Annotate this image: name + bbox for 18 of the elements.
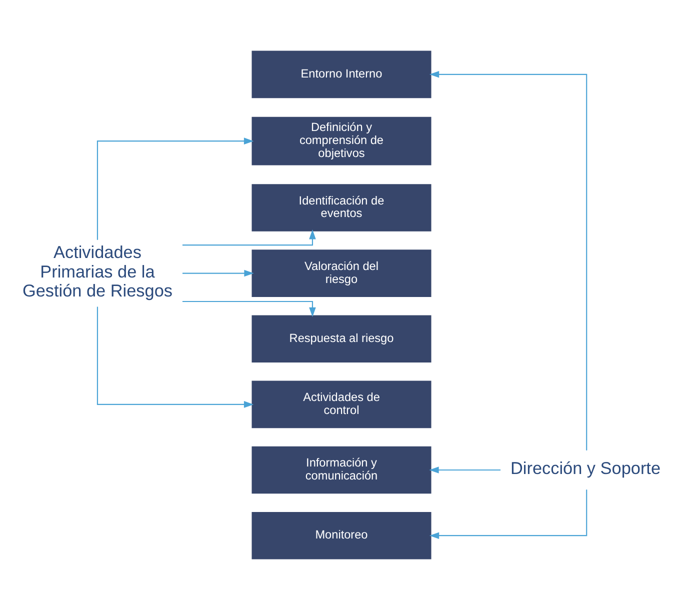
node-box: Monitoreo bbox=[252, 512, 432, 560]
node-box: Valoración del riesgo bbox=[252, 250, 432, 297]
arrow bbox=[182, 300, 316, 318]
node-box: Identificación de eventos bbox=[252, 184, 432, 232]
node-text: Actividades Primarias de la Gestión de Riesgos bbox=[22, 242, 172, 301]
arrow bbox=[96, 306, 254, 408]
node-box: Respuesta al riesgo bbox=[252, 315, 432, 363]
arrow bbox=[429, 466, 501, 474]
arrow bbox=[429, 71, 588, 450]
arrow bbox=[182, 270, 254, 277]
arrow bbox=[96, 138, 254, 240]
node-text: Dirección y Soporte bbox=[510, 458, 661, 478]
arrow bbox=[429, 490, 588, 539]
node-box: Información y comunicación bbox=[252, 446, 432, 494]
node-box: Actividades de control bbox=[252, 380, 432, 428]
node-box: Definición y comprensión de objetivos bbox=[252, 116, 432, 166]
arrow bbox=[182, 230, 316, 246]
node-box: Entorno Interno bbox=[252, 50, 432, 98]
